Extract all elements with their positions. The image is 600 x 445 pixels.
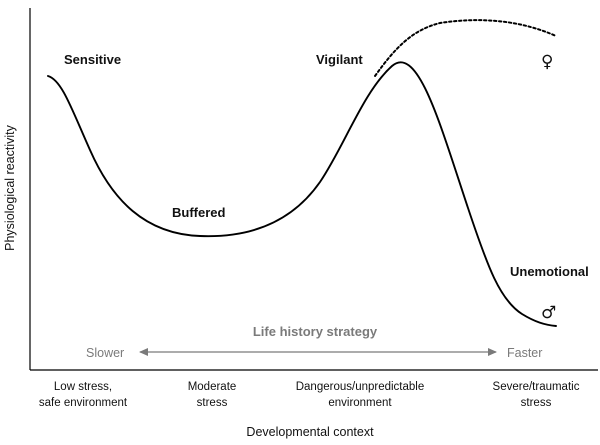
context-low-stress-line2: safe environment [39, 397, 128, 409]
reactivity-curve-male [47, 61, 557, 327]
context-moderate-stress: Moderate stress [188, 381, 237, 409]
context-low-stress-line1: Low stress, [54, 381, 112, 393]
life-history-faster: Faster [507, 346, 542, 360]
x-axis-label: Developmental context [246, 425, 374, 439]
label-buffered: Buffered [172, 205, 226, 220]
reactivity-curve-female [374, 19, 557, 77]
context-severe: Severe/traumatic stress [493, 381, 580, 409]
label-unemotional: Unemotional [510, 264, 589, 279]
male-symbol: ♂ [541, 303, 556, 323]
label-sensitive: Sensitive [64, 52, 121, 67]
life-history-title: Life history strategy [253, 324, 378, 339]
context-dangerous-line2: environment [328, 397, 392, 409]
context-severe-line2: stress [521, 397, 552, 409]
context-low-stress: Low stress, safe environment [39, 381, 128, 409]
female-symbol: ♀ [541, 52, 553, 72]
label-vigilant: Vigilant [316, 52, 363, 67]
context-moderate-line2: stress [197, 397, 228, 409]
context-moderate-line1: Moderate [188, 381, 237, 393]
context-dangerous-line1: Dangerous/unpredictable [296, 381, 425, 393]
context-dangerous: Dangerous/unpredictable environment [296, 381, 425, 409]
life-history-slower: Slower [86, 346, 124, 360]
y-axis-label: Physiological reactivity [3, 124, 17, 250]
context-severe-line1: Severe/traumatic [493, 381, 580, 393]
